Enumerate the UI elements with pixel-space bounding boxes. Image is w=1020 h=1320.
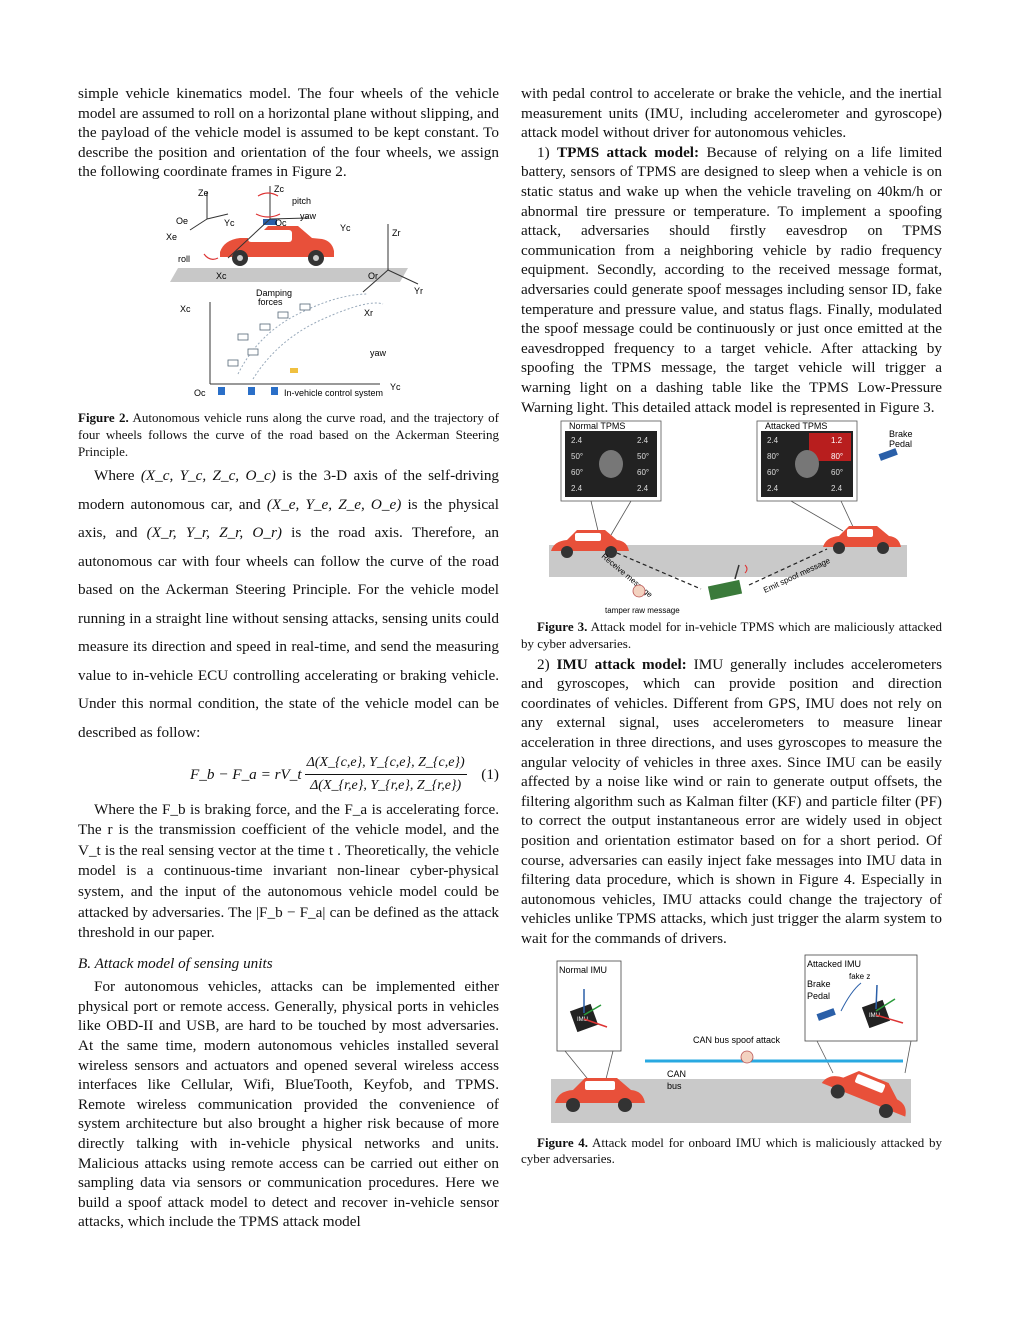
svg-text:2.4: 2.4 xyxy=(571,436,583,445)
fig3-normal-tpms: Normal TPMS xyxy=(569,421,625,431)
svg-text:2.4: 2.4 xyxy=(571,484,583,493)
svg-text:IMU: IMU xyxy=(869,1013,880,1019)
figure-2-diagram: Ze Zc Oe Yc Xe pitch yaw Oc Yc Zr roll X… xyxy=(166,184,423,398)
paragraph-attack-model: For autonomous vehicles, attacks can be … xyxy=(78,978,499,1231)
equation-fraction: Δ(X_{c,e}, Y_{c,e}, Z_{c,e}) Δ(X_{r,e}, … xyxy=(304,753,467,795)
label-yc-3: Yc xyxy=(390,382,401,392)
equation-number: (1) xyxy=(481,765,499,783)
fig4-can-spoof: CAN bus spoof attack xyxy=(693,1035,781,1045)
imu-title: IMU attack model: xyxy=(556,655,687,673)
figure-4-caption: Figure 4. Attack model for onboard IMU w… xyxy=(521,1134,942,1167)
paragraph-kinematics: simple vehicle kinematics model. The fou… xyxy=(78,85,499,181)
svg-text:50°: 50° xyxy=(571,452,583,461)
label-yaw: yaw xyxy=(300,211,317,221)
equation-1: F_b − F_a = rV_t Δ(X_{c,e}, Y_{c,e}, Z_{… xyxy=(78,753,499,795)
equation-denominator: Δ(X_{r,e}, Y_{r,e}, Z_{r,e}) xyxy=(310,777,462,793)
label-oe: Oe xyxy=(176,216,188,226)
figure-3: Normal TPMS 2.4 2.4 50° 50° 60° 60° 2.4 … xyxy=(521,419,942,619)
label-or: Or xyxy=(368,271,378,281)
right-column: with pedal control to accelerate or brak… xyxy=(521,84,942,1170)
fig4-can: CAN xyxy=(667,1069,686,1079)
fig3-pedal: Pedal xyxy=(889,439,912,449)
svg-text:2.4: 2.4 xyxy=(767,436,779,445)
figure-3-diagram: Normal TPMS 2.4 2.4 50° 50° 60° 60° 2.4 … xyxy=(549,420,913,615)
paragraph-imu: 2) IMU attack model: IMU generally inclu… xyxy=(521,655,943,947)
label-damping: Damping xyxy=(256,288,292,298)
label-yaw-2: yaw xyxy=(370,348,387,358)
svg-text:60°: 60° xyxy=(571,468,583,477)
svg-text:60°: 60° xyxy=(831,468,843,477)
paragraph-forces: Where the F_b is braking force, and the … xyxy=(78,800,499,942)
left-column: simple vehicle kinematics model. The fou… xyxy=(78,84,499,1232)
label-invehicle: In-vehicle control system xyxy=(284,388,383,398)
fig3-tamper: tamper raw message xyxy=(605,606,680,615)
fig3-brake: Brake xyxy=(889,429,913,439)
label-xc-2: Xc xyxy=(180,304,191,314)
math-physical-axis: (X_e, Y_e, Z_e, O_e) xyxy=(266,495,402,513)
equation-lhs: F_b − F_a = rV_t xyxy=(190,765,302,783)
paragraph-pedal: with pedal control to accelerate or brak… xyxy=(521,85,942,142)
label-yr: Yr xyxy=(414,286,423,296)
figure-4-diagram: Normal IMU IMU Attacked IMU fake z Brake… xyxy=(551,954,918,1123)
section-heading: B. Attack model of sensing units xyxy=(78,954,273,972)
fig4-bus: bus xyxy=(667,1081,682,1091)
fig4-pedal: Pedal xyxy=(807,991,830,1001)
math-road-axis: (X_r, Y_r, Z_r, O_r) xyxy=(146,524,282,542)
svg-text:60°: 60° xyxy=(637,468,649,477)
fig3-attacked-tpms: Attacked TPMS xyxy=(765,421,827,431)
label-yc-2: Yc xyxy=(340,223,351,233)
paragraph-tpms: 1) TPMS attack model: Because of relying… xyxy=(521,143,942,416)
svg-text:80°: 80° xyxy=(831,452,843,461)
fig4-brake: Brake xyxy=(807,979,831,989)
figure-4: Normal IMU IMU Attacked IMU fake z Brake… xyxy=(521,953,942,1135)
label-roll: roll xyxy=(178,254,190,264)
svg-text:2.4: 2.4 xyxy=(767,484,779,493)
figure-3-caption: Figure 3. Attack model for in-vehicle TP… xyxy=(521,619,943,651)
label-ze: Ze xyxy=(198,188,209,198)
label-zc: Zc xyxy=(274,184,284,194)
svg-text:80°: 80° xyxy=(767,452,779,461)
figure-2: Ze Zc Oe Yc Xe pitch yaw Oc Yc Zr roll X… xyxy=(78,184,499,410)
svg-text:60°: 60° xyxy=(767,468,779,477)
svg-text:2.4: 2.4 xyxy=(637,484,649,493)
label-oc-2: Oc xyxy=(194,388,206,398)
fig4-normal-imu: Normal IMU xyxy=(559,965,607,975)
label-yc: Yc xyxy=(224,218,235,228)
svg-text:2.4: 2.4 xyxy=(831,484,843,493)
label-xc: Xc xyxy=(216,271,227,281)
fig4-fake-z: fake z xyxy=(849,972,870,981)
svg-text:50°: 50° xyxy=(637,452,649,461)
svg-text:2.4: 2.4 xyxy=(637,436,649,445)
figure-2-caption-text: Autonomous vehicle runs along the curve … xyxy=(78,409,499,459)
paragraph-axes: Where (X_c, Y_c, Z_c, O_c) is the 3-D ax… xyxy=(78,467,500,741)
figure-2-caption-label: Figure 2. xyxy=(78,409,129,425)
equation-numerator: Δ(X_{c,e}, Y_{c,e}, Z_{c,e}) xyxy=(304,753,467,775)
svg-text:IMU: IMU xyxy=(577,1017,588,1023)
tpms-title: TPMS attack model: xyxy=(557,143,700,161)
label-xe: Xe xyxy=(166,232,177,242)
svg-text:1.2: 1.2 xyxy=(831,436,843,445)
figure-2-caption: Figure 2. Autonomous vehicle runs along … xyxy=(78,410,499,460)
label-forces: forces xyxy=(258,297,283,307)
label-xr: Xr xyxy=(364,308,373,318)
label-zr: Zr xyxy=(392,228,401,238)
label-pitch: pitch xyxy=(292,196,311,206)
label-oc: Oc xyxy=(275,218,287,228)
fig4-attacked-imu: Attacked IMU xyxy=(807,959,861,969)
math-car-axis: (X_c, Y_c, Z_c, O_c) xyxy=(140,467,276,485)
